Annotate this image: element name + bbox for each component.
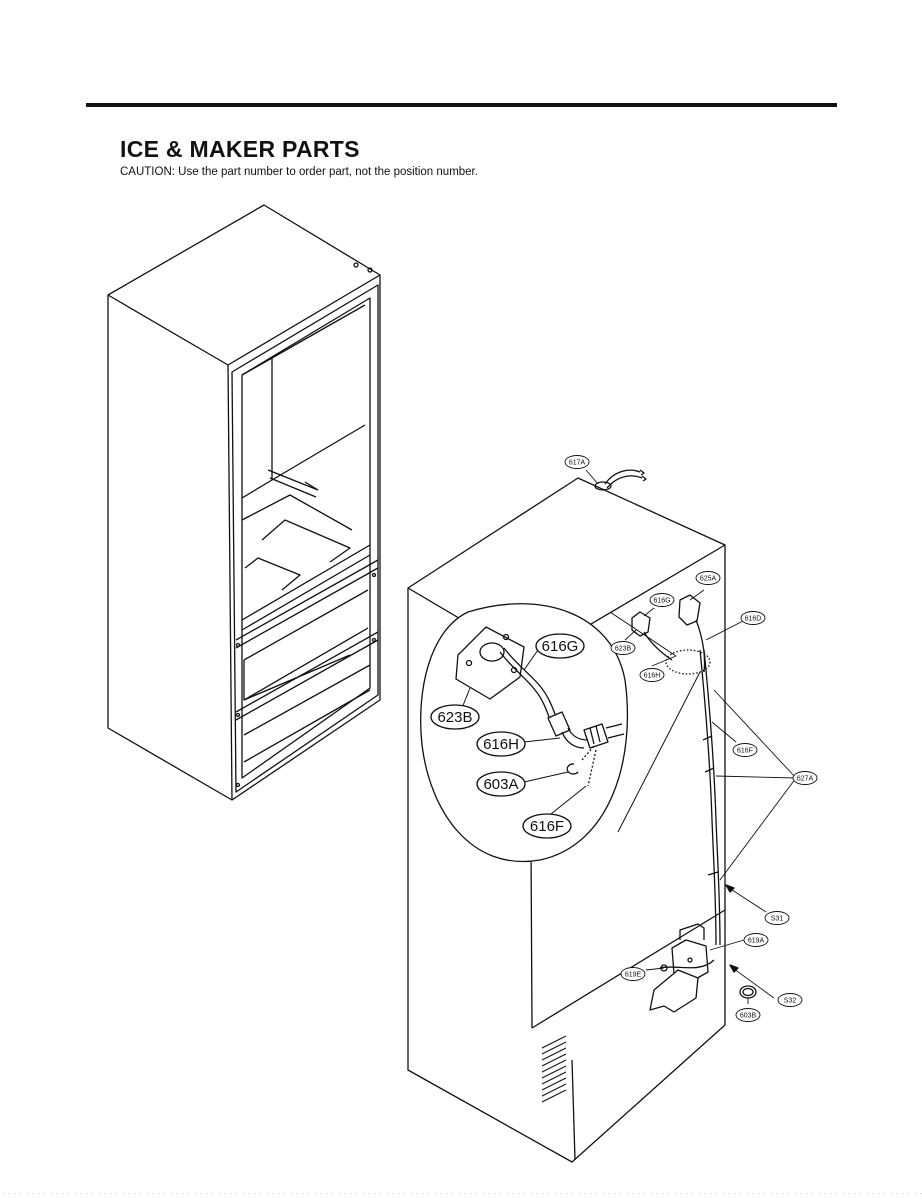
label-616G-small: 616G (653, 598, 670, 605)
header-rule (86, 103, 837, 107)
callout-623B-big (430, 704, 480, 730)
front-refrigerator-drawing (107, 204, 381, 801)
label-625A: 625A (700, 576, 717, 583)
label-627A: 627A (797, 776, 814, 783)
label-616F-big: 616F (530, 818, 564, 835)
label-S31: S31 (771, 916, 784, 923)
caution-note: CAUTION: Use the part number to order pa… (120, 166, 478, 178)
label-617A: 617A (569, 460, 586, 467)
label-623B-small: 623B (615, 646, 632, 653)
label-616D: 616D (745, 616, 762, 623)
callout-616F-big (522, 813, 572, 839)
label-603A-big: 603A (483, 776, 518, 793)
page-title: ICE & MAKER PARTS (120, 136, 360, 162)
label-616H-small: 616H (644, 673, 661, 680)
label-616F-small: 616F (737, 748, 753, 755)
label-619E: 619E (625, 972, 642, 979)
label-S32: S32 (784, 998, 797, 1005)
callout-616H-big (476, 731, 526, 757)
label-616G-big: 616G (542, 638, 579, 655)
label-619A: 619A (748, 938, 765, 945)
detail-magnifier (420, 603, 701, 863)
label-623B-big: 623B (437, 709, 472, 726)
callout-603A-big (476, 771, 526, 797)
label-616H-big: 616H (483, 736, 519, 753)
callout-616G-big (535, 633, 585, 659)
bottom-dotted-border (0, 1193, 922, 1194)
label-603B: 603B (740, 1013, 757, 1020)
